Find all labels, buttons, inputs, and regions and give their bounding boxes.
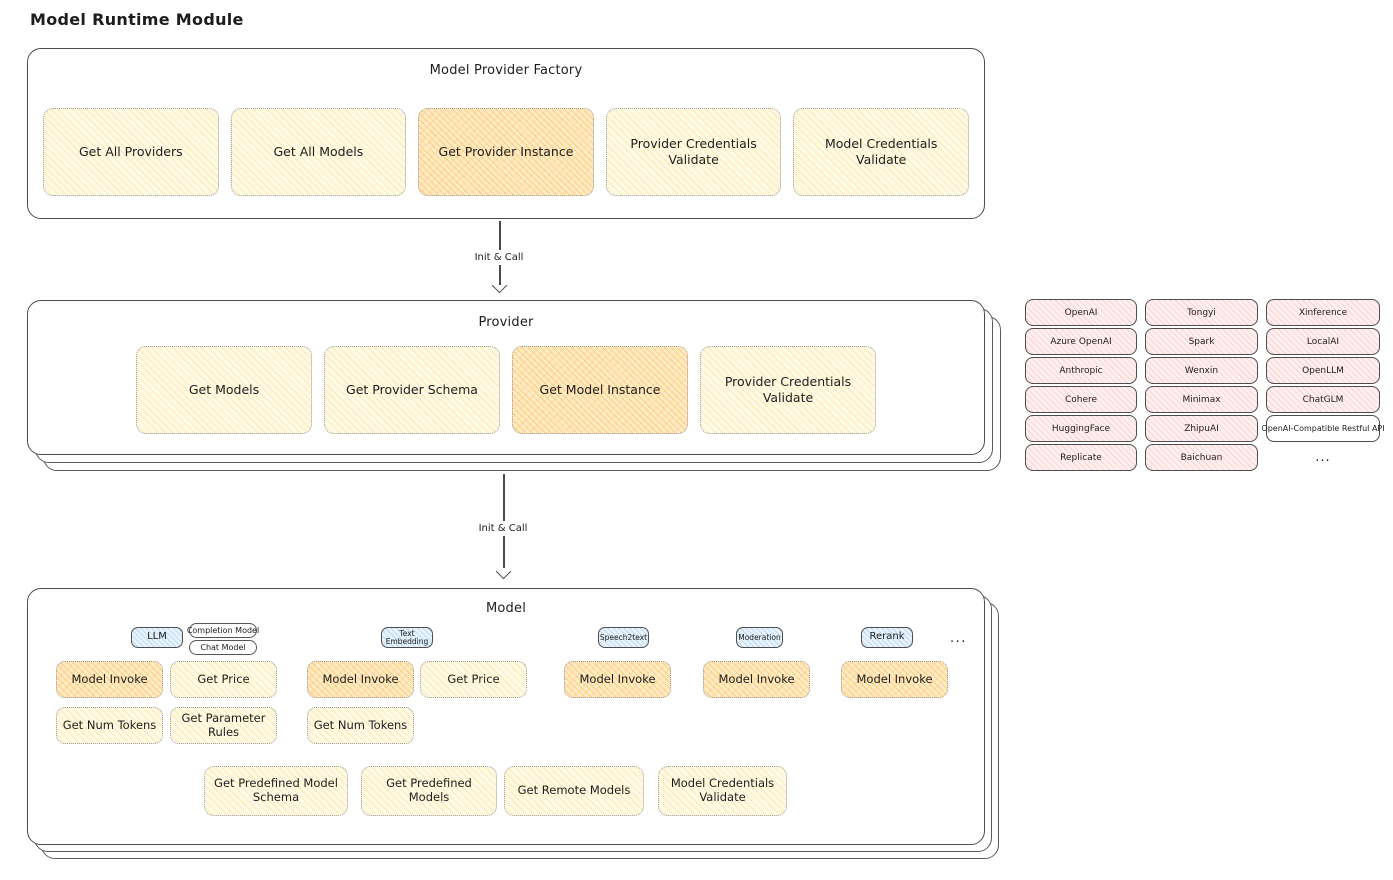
provider-item-wenxin: Wenxin — [1145, 357, 1258, 384]
model-node-model-credentials-validate: Model Credentials Validate — [658, 766, 787, 816]
provider-node-provider-credentials-validate: Provider Credentials Validate — [700, 346, 876, 434]
provider-item-azure-openai: Azure OpenAI — [1025, 328, 1137, 355]
model-subtag-completion-model: Completion Model — [187, 623, 259, 638]
factory-title: Model Provider Factory — [429, 63, 583, 78]
provider-title: Provider — [478, 315, 534, 330]
model-node-speech2text-model-invoke: Model Invoke — [564, 661, 671, 698]
provider-list-ellipsis: ... — [1315, 450, 1331, 465]
provider-item-spark: Spark — [1145, 328, 1258, 355]
provider-node-get-provider-schema: Get Provider Schema — [324, 346, 500, 434]
model-node-text-embedding-get-price: Get Price — [420, 661, 527, 698]
model-node-rerank-model-invoke: Model Invoke — [841, 661, 948, 698]
provider-item-zhipuai: ZhipuAI — [1145, 415, 1258, 442]
provider-node-get-model-instance: Get Model Instance — [512, 346, 688, 434]
provider-item-openllm: OpenLLM — [1266, 357, 1380, 384]
model-category-pill-speech2text: Speech2text — [598, 627, 649, 648]
provider-item-localai: LocalAI — [1266, 328, 1380, 355]
provider-item-replicate: Replicate — [1025, 444, 1137, 471]
model-node-text-embedding-get-num-tokens: Get Num Tokens — [307, 707, 414, 744]
page-title: Model Runtime Module — [30, 10, 244, 29]
model-category-pill-rerank: Rerank — [861, 627, 913, 648]
provider-item-chatglm: ChatGLM — [1266, 386, 1380, 413]
arrow-label: Init & Call — [469, 250, 529, 265]
arrow-head-icon — [495, 563, 512, 580]
model-category-pill-llm: LLM — [131, 627, 183, 648]
model-node-text-embedding-model-invoke: Model Invoke — [307, 661, 414, 698]
factory-node-get-provider-instance: Get Provider Instance — [418, 108, 594, 196]
provider-item-cohere: Cohere — [1025, 386, 1137, 413]
model-node-moderation-model-invoke: Model Invoke — [703, 661, 810, 698]
model-category-pill-text-embedding: Text Embedding — [381, 627, 433, 648]
provider-item-xinference: Xinference — [1266, 299, 1380, 326]
arrow-label: Init & Call — [473, 521, 533, 536]
provider-item-baichuan: Baichuan — [1145, 444, 1258, 471]
provider-node-get-models: Get Models — [136, 346, 312, 434]
model-node-llm-get-num-tokens: Get Num Tokens — [56, 707, 163, 744]
factory-node-model-credentials-validate: Model Credentials Validate — [793, 108, 969, 196]
provider-item-minimax: Minimax — [1145, 386, 1258, 413]
model-node-get-predefined-models: Get Predefined Models — [361, 766, 497, 816]
model-categories-ellipsis: ... — [950, 631, 967, 646]
model-subtag-chat-model: Chat Model — [189, 640, 257, 655]
provider-item-openai: OpenAI — [1025, 299, 1137, 326]
model-node-get-predefined-model-schema: Get Predefined Model Schema — [204, 766, 348, 816]
provider-item-tongyi: Tongyi — [1145, 299, 1258, 326]
factory-node-get-all-models: Get All Models — [230, 108, 407, 196]
model-node-get-remote-models: Get Remote Models — [504, 766, 644, 816]
model-node-llm-get-parameter-rules: Get Parameter Rules — [170, 707, 277, 744]
factory-node-get-all-providers: Get All Providers — [43, 108, 219, 196]
factory-node-provider-credentials-validate: Provider Credentials Validate — [605, 108, 782, 196]
model-node-llm-model-invoke: Model Invoke — [56, 661, 163, 698]
model-title: Model — [485, 601, 527, 616]
provider-item-openai-compatible-restful-api: OpenAI-Compatible Restful API — [1261, 415, 1385, 442]
factory-box: Model Provider Factory Get All Providers… — [27, 48, 985, 219]
provider-item-anthropic: Anthropic — [1025, 357, 1137, 384]
model-category-pill-moderation: Moderation — [736, 627, 783, 648]
model-node-llm-get-price: Get Price — [170, 661, 277, 698]
provider-item-huggingface: HuggingFace — [1025, 415, 1137, 442]
arrow-head-icon — [491, 277, 508, 294]
